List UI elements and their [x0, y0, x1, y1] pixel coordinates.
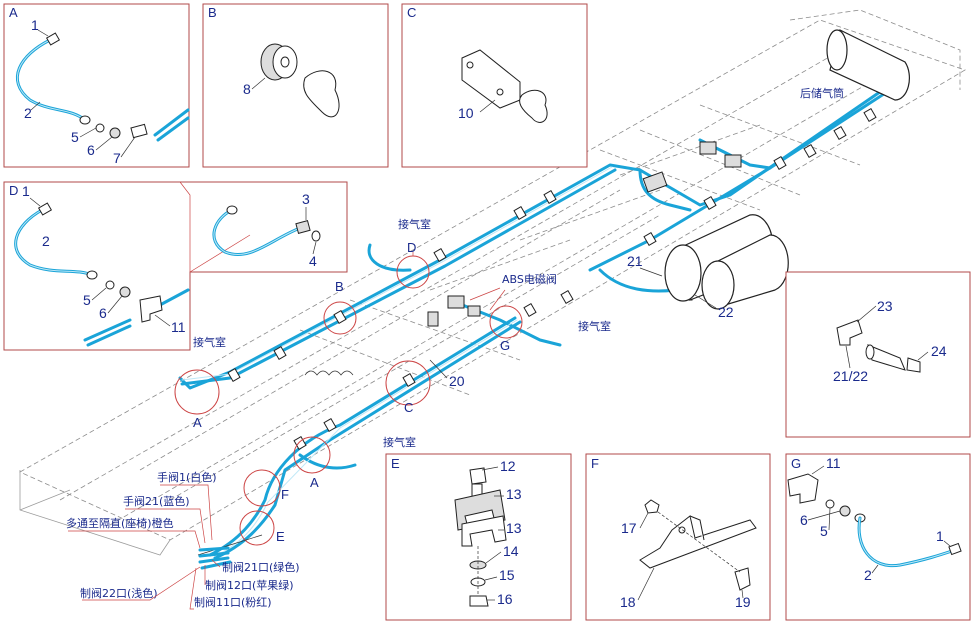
part-label-21: 21	[627, 253, 643, 269]
panel-g-label-11: 11	[826, 455, 841, 471]
callout-label-c: C	[404, 400, 413, 415]
panel-e-label-14: 14	[503, 543, 519, 559]
panel-d-label-11: 11	[171, 319, 186, 335]
air-chamber-label-3: 接气室	[578, 319, 611, 333]
panel-a: A 1 2 5 6 7	[3, 3, 190, 168]
callout-label-a2: A	[310, 475, 319, 490]
valve-assemblies	[304, 141, 742, 376]
panel-c-label-10: 10	[458, 105, 474, 121]
callout-circles	[174, 252, 523, 546]
panel-f-label-17: 17	[621, 520, 637, 536]
panel-f-letter: F	[591, 456, 599, 471]
panel-e: E 12 13 13 14 15 16	[385, 453, 572, 621]
panel-e-label-16: 16	[497, 591, 513, 607]
panel-e-label-13a: 13	[506, 486, 522, 502]
abs-valve-label: ABS电磁阀	[502, 272, 557, 286]
part-label-20: 20	[449, 373, 465, 389]
panel-b: B 8	[202, 3, 389, 168]
hose-bundle-labels: 手阀1(白色) 手阀21(蓝色) 多通至隔直(座椅)橙色 制阀21口(绿色) 制…	[66, 470, 300, 610]
panel-g-label-5: 5	[820, 523, 828, 539]
panel-a-letter: A	[9, 5, 18, 20]
panel-d-label-4: 4	[309, 253, 317, 269]
air-tanks	[664, 29, 910, 310]
panel-a-label-2: 2	[24, 105, 32, 121]
panel-d-label-6: 6	[99, 305, 107, 321]
panel-b-label-8: 8	[243, 81, 251, 97]
callout-label-g: G	[500, 338, 510, 353]
panel-a-label-7: 7	[113, 150, 121, 166]
air-chamber-label-4: 接气室	[383, 435, 416, 449]
chassis-frame	[19, 9, 966, 556]
brake-valve-12-label: 制阀12口(苹果绿)	[205, 578, 294, 592]
panel-g: G 11 6 5 1 2	[785, 453, 971, 621]
panel-a-label-1: 1	[31, 17, 39, 33]
air-chamber-label-2: 接气室	[193, 335, 226, 349]
panel-r-label-23: 23	[877, 298, 893, 314]
panel-g-label-6: 6	[800, 512, 808, 528]
hand-valve-1-label: 手阀1(白色)	[157, 470, 217, 484]
panel-c-letter: C	[407, 5, 416, 20]
panel-c: C 10	[401, 3, 588, 168]
panel-f-label-18: 18	[620, 594, 636, 610]
hose-clamps	[227, 107, 877, 451]
panel-f: F 17 18 19	[585, 453, 771, 621]
panel-fitting-21-22: 23 24 21/22	[785, 271, 971, 438]
callout-label-b: B	[335, 279, 344, 294]
panel-e-label-15: 15	[499, 567, 515, 583]
panel-b-letter: B	[208, 5, 217, 20]
panel-d-label-1: 1	[22, 183, 30, 199]
panel-e-label-13b: 13	[506, 520, 522, 536]
panel-d: D 1 2 3 4 5 6 11	[3, 181, 348, 351]
panel-d-letter: D	[9, 183, 18, 198]
air-chamber-label-1: 接气室	[398, 217, 431, 231]
panel-g-letter: G	[791, 456, 801, 471]
callout-label-e: E	[276, 529, 285, 544]
brake-valve-11-label: 制阀11口(粉红)	[194, 595, 272, 609]
panel-g-label-2: 2	[864, 567, 872, 583]
callout-label-a: A	[193, 415, 202, 430]
panel-f-label-19: 19	[735, 594, 751, 610]
callout-label-d: D	[407, 240, 416, 255]
panel-r-label-24: 24	[931, 343, 947, 359]
part-label-22: 22	[718, 304, 734, 320]
hand-valve-21-label: 手阀21(蓝色)	[123, 494, 190, 508]
panel-e-label-12: 12	[500, 458, 516, 474]
panel-a-label-5: 5	[71, 129, 79, 145]
brake-valve-21-label: 制阀21口(绿色)	[222, 560, 300, 574]
panel-d-label-5: 5	[83, 292, 91, 308]
callout-label-f: F	[281, 487, 289, 502]
panel-a-label-6: 6	[87, 142, 95, 158]
panel-d-label-2: 2	[42, 233, 50, 249]
brake-valve-22-label: 制阀22口(浅色)	[80, 586, 158, 600]
panel-g-label-1: 1	[936, 528, 944, 544]
panel-e-letter: E	[391, 456, 400, 471]
panel-d-label-3: 3	[302, 191, 310, 207]
panel-r-label-21-22: 21/22	[833, 368, 868, 384]
main-labels: 后储气筒 接气室 接气室 接气室 接气室 ABS电磁阀 D B A C G F …	[193, 86, 844, 544]
rear-tank-label: 后储气筒	[800, 86, 844, 100]
multiway-orange-label: 多通至隔直(座椅)橙色	[66, 516, 174, 530]
